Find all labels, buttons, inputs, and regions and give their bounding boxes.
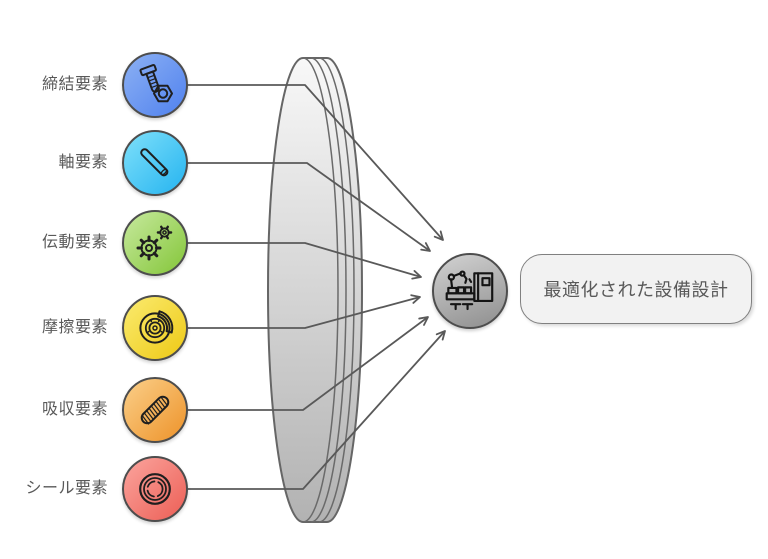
bolt-nut-icon [133, 63, 177, 107]
node-label: 伝動要素 [41, 234, 108, 251]
connector-arrow [186, 242, 422, 280]
spring-icon [133, 388, 177, 432]
node-circle-shaft [122, 130, 188, 196]
node-circle-fastening [122, 52, 188, 118]
node-circle-seal [122, 456, 188, 522]
connector-arrow [186, 316, 429, 411]
connector-arrow [186, 84, 444, 241]
brake-disc-icon [133, 306, 177, 350]
factory-machine-icon [444, 263, 496, 320]
node-circle-transmission [122, 210, 188, 276]
result-circle [432, 253, 508, 329]
o-ring-icon [133, 467, 177, 511]
node-label: 締結要素 [41, 76, 108, 93]
node-circle-absorption [122, 377, 188, 443]
result-box: 最適化された設備設計 [520, 254, 752, 324]
node-label: 軸要素 [58, 154, 108, 171]
gears-icon [133, 221, 177, 265]
result-label: 最適化された設備設計 [543, 280, 729, 300]
node-circle-friction [122, 295, 188, 361]
node-label: 吸収要素 [41, 401, 108, 418]
connector-arrow [186, 294, 421, 329]
node-label: 摩擦要素 [41, 319, 108, 336]
connector-arrow [186, 330, 446, 490]
shaft-icon [133, 141, 177, 185]
node-label: シール要素 [25, 480, 108, 497]
connector-arrow [186, 162, 431, 252]
lens-shape [267, 57, 363, 523]
